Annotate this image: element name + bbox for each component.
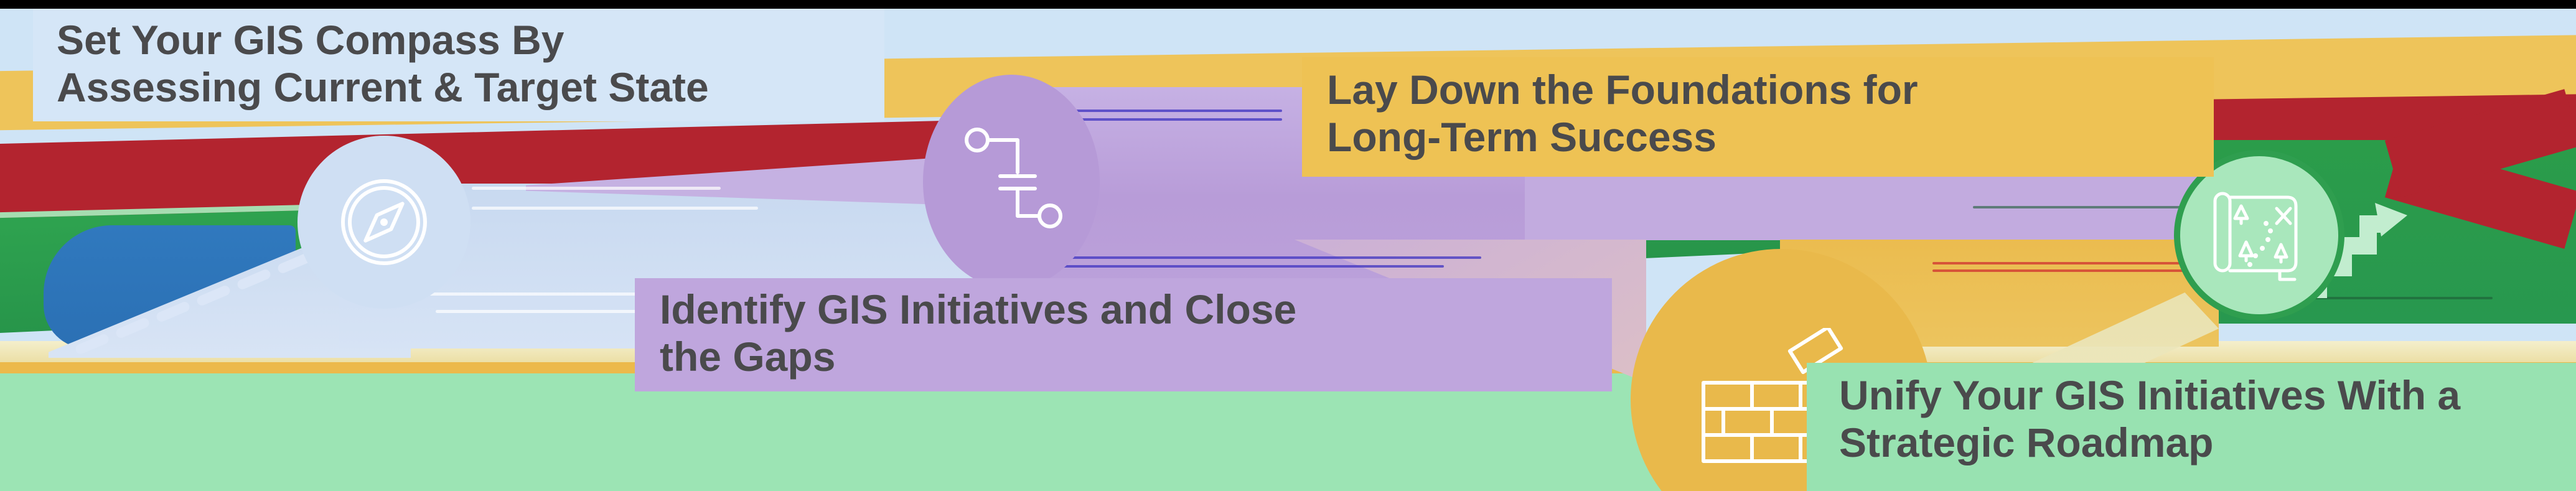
stage1-label-line2: Assessing Current & Target State [57,64,709,110]
stage1-label-box: Set Your GIS Compass By Assessing Curren… [33,9,884,121]
bricks-icon [1702,328,1843,463]
top-black-bar [0,0,2576,9]
speed-line [1058,265,1444,268]
stage2-label-line1: Lay Down the Foundations for [1327,67,1918,113]
stage2-label-line2: Long-Term Success [1327,114,1717,160]
stage1-circle [297,136,471,309]
speed-line [472,207,758,210]
stage4-circle [2174,150,2344,320]
workflow-icon [965,128,1062,228]
speed-line [2275,297,2493,299]
stage2-label-box: Lay Down the Foundations for Long-Term S… [1302,57,2214,177]
treasure-map-icon [2213,192,2298,281]
speed-line [1070,256,1481,259]
speed-line [1932,269,2216,272]
speed-line [472,187,721,190]
stage4-label-line2: Strategic Roadmap [1839,419,2214,465]
stage3-circle [923,75,1100,289]
stage1-label-line1: Set Your GIS Compass By [57,17,564,63]
speed-line [1973,206,2219,208]
speed-line [1061,110,1282,112]
speed-line [436,310,641,313]
compass-icon [341,179,427,265]
speed-line [1932,262,2206,264]
speed-line [1080,118,1282,121]
speed-line [429,292,666,296]
stage3-label-box: Identify GIS Initiatives and Close the G… [635,278,1612,391]
stage4-label-box: Unify Your GIS Initiatives With a Strate… [1807,363,2576,491]
stage3-label-line2: the Gaps [660,334,836,380]
stage3-label-line1: Identify GIS Initiatives and Close [660,286,1297,332]
stage4-label-line1: Unify Your GIS Initiatives With a [1839,372,2461,418]
